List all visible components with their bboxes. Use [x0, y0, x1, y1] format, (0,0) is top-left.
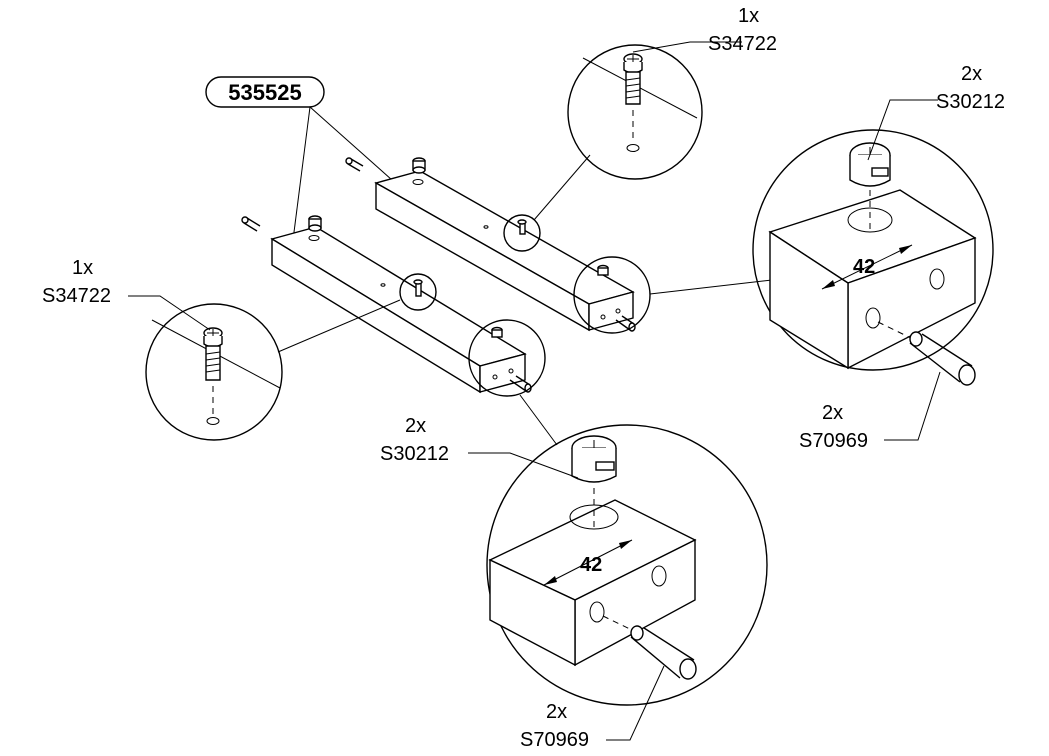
upper-rail-mid-screw — [517, 219, 527, 235]
top-screw-code: S34722 — [708, 33, 777, 55]
magnifier-ring-upper-mid — [503, 214, 541, 252]
lower-rail — [241, 215, 532, 394]
lower-rail-cam-near — [308, 215, 322, 232]
bottom-dowel-code: S70969 — [520, 729, 589, 751]
right-dowel — [909, 331, 976, 386]
upper-rail-end-face — [588, 291, 634, 331]
connector-right-detail — [649, 279, 773, 295]
right-cam-qty: 2x — [961, 63, 982, 85]
detail-left-screw — [128, 295, 283, 441]
magnifier-ring-lower-mid — [399, 273, 437, 311]
upper-rail-loose-dowel — [345, 157, 364, 172]
right-dowel-code: S70969 — [799, 430, 868, 452]
detail-top-screw — [567, 41, 742, 180]
part-number-badge: 535525 — [205, 76, 393, 241]
left-screw-code: S34722 — [42, 285, 111, 307]
bottom-cam-code: S30212 — [380, 443, 449, 465]
connector-left-detail — [277, 299, 401, 353]
detail-right-cam — [752, 99, 994, 441]
upper-rail-cam-near — [412, 157, 426, 174]
bottom-dowel-qty: 2x — [546, 701, 567, 723]
bottom-dowel — [630, 625, 697, 680]
part-number-text: 535525 — [228, 80, 301, 105]
bottom-cam-qty: 2x — [405, 415, 426, 437]
right-cam-code: S30212 — [936, 91, 1005, 113]
lower-rail-dowel — [509, 375, 532, 393]
magnifier-ring-lower-end — [468, 319, 546, 397]
lower-rail-cam-far — [491, 326, 503, 338]
right-block-front — [769, 230, 849, 370]
bottom-block-front — [489, 558, 576, 667]
lower-rail-loose-dowel — [241, 216, 261, 232]
upper-rail-cam-far — [597, 264, 609, 276]
connector-top-detail — [533, 154, 591, 221]
lower-rail-mid-screw — [413, 279, 423, 297]
connector-bottom-detail — [519, 394, 558, 446]
top-screw-qty: 1x — [738, 5, 759, 27]
leader-part-upper-rail — [309, 106, 393, 181]
magnifier-ring-upper-end — [573, 256, 651, 334]
bottom-dimension: 42 — [580, 554, 602, 576]
leader-part-lower-rail — [292, 106, 311, 241]
right-dimension: 42 — [853, 256, 875, 278]
right-dowel-qty: 2x — [822, 402, 843, 424]
left-screw-qty: 1x — [72, 257, 93, 279]
detail-bottom-cam — [468, 424, 768, 741]
